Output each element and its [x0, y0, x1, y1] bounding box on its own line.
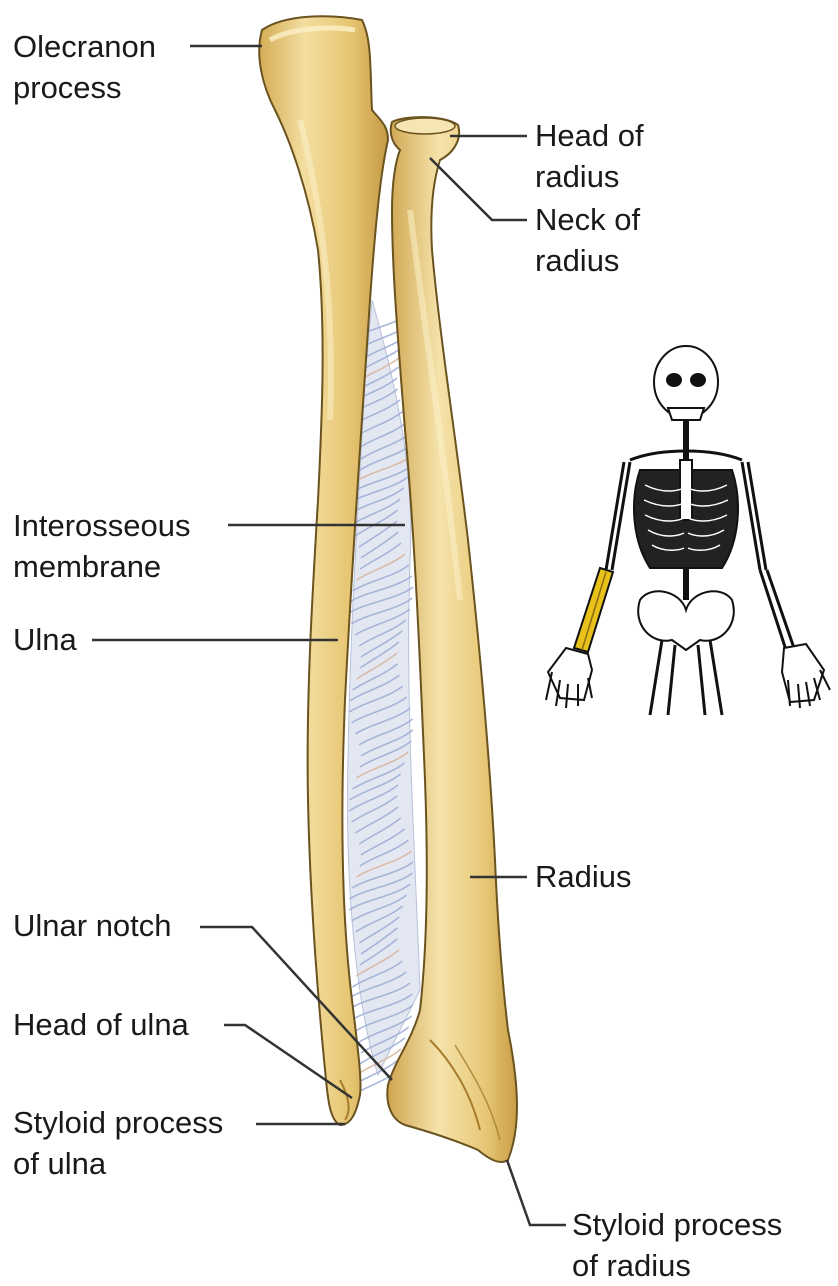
skeleton-inset-icon — [546, 346, 830, 715]
label-ulna: Ulna — [13, 619, 77, 660]
label-line: membrane — [13, 546, 191, 587]
label-radius: Radius — [535, 856, 632, 897]
label-line: of ulna — [13, 1143, 223, 1184]
leader-styloid-radius — [507, 1160, 566, 1225]
label-line: Interosseous — [13, 505, 191, 546]
label-line: Olecranon — [13, 26, 156, 67]
label-line: Head of ulna — [13, 1004, 189, 1045]
label-styloid-process-of-ulna: Styloid process of ulna — [13, 1102, 223, 1184]
label-neck-of-radius: Neck of radius — [535, 199, 640, 281]
label-line: Head of — [535, 115, 644, 156]
label-head-of-ulna: Head of ulna — [13, 1004, 189, 1045]
label-line: radius — [535, 156, 644, 197]
label-line: Ulnar notch — [13, 905, 172, 946]
label-interosseous-membrane: Interosseous membrane — [13, 505, 191, 587]
label-head-of-radius: Head of radius — [535, 115, 644, 197]
label-line: Styloid process — [13, 1102, 223, 1143]
label-line: process — [13, 67, 156, 108]
label-olecranon-process: Olecranon process — [13, 26, 156, 108]
label-styloid-process-of-radius: Styloid process of radius — [572, 1204, 782, 1286]
label-line: Neck of — [535, 199, 640, 240]
label-line: of radius — [572, 1245, 782, 1286]
label-line: Ulna — [13, 619, 77, 660]
label-line: Radius — [535, 856, 632, 897]
leader-neck-radius — [430, 158, 527, 220]
label-line: radius — [535, 240, 640, 281]
label-line: Styloid process — [572, 1204, 782, 1245]
label-ulnar-notch: Ulnar notch — [13, 905, 172, 946]
